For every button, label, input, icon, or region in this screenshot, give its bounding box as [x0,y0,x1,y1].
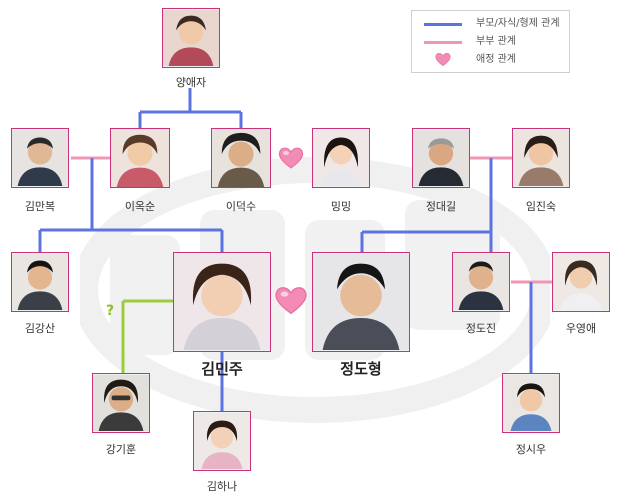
person-photo [512,128,570,188]
legend-swatch-blue [424,23,462,26]
person-photo [110,128,170,188]
person-kim-hana: 김하나 [193,411,251,496]
person-gang-gihun: 강기훈 [92,373,150,458]
person-name: 임진숙 [525,200,557,213]
heart-icon [278,147,304,169]
person-name: 우영애 [565,322,597,335]
person-photo [193,411,251,471]
person-kim-gangsan: 김강산 [11,252,69,337]
person-mingming: 밍밍 [312,128,370,213]
person-name: 이덕수 [225,200,257,213]
person-kim-manbok: 김만복 [11,128,69,213]
person-photo [173,252,271,352]
person-im-jinsuk: 임진숙 [512,128,570,213]
legend-item-affection: 애정 관계 [424,52,564,68]
legend-label: 애정 관계 [476,54,516,65]
person-name: 정시우 [515,443,547,456]
person-photo [162,8,220,68]
person-name: 이옥순 [124,200,156,213]
legend-label: 부모/자식/형제 관계 [476,18,560,29]
person-name: 김하나 [206,480,238,493]
person-name: 강기훈 [105,443,137,456]
person-photo [92,373,150,433]
person-photo [11,252,69,312]
person-name: 정도진 [465,322,497,335]
person-photo [552,252,610,312]
person-lee-deoksu: 이덕수 [211,128,271,213]
person-u-yeongae: 우영애 [552,252,610,337]
person-photo [312,128,370,188]
person-photo [11,128,69,188]
person-name: 김강산 [24,322,56,335]
person-name: 양애자 [175,76,207,89]
legend-item-spouse: 부부 관계 [424,34,564,50]
legend-label: 부부 관계 [476,36,516,47]
person-name: 정대길 [425,200,457,213]
person-kim-minju: 김민주 [173,252,271,387]
person-photo [211,128,271,188]
heart-icon [435,53,451,67]
heart-icon [275,287,307,315]
person-photo [452,252,510,312]
person-jeong-dohyeong: 정도형 [312,252,410,387]
person-jeong-dojin: 정도진 [452,252,510,337]
person-lee-oksun: 이옥순 [110,128,170,213]
person-jeong-daegil: 정대길 [412,128,470,213]
person-name: 밍밍 [330,200,352,213]
person-photo [502,373,560,433]
legend-swatch-pink [424,41,462,44]
person-name: 김만복 [24,200,56,213]
unknown-relation-mark: ? [106,303,115,319]
person-photo [312,252,410,352]
legend: 부모/자식/형제 관계 부부 관계 애정 관계 [411,10,570,73]
person-name: 정도형 [340,360,382,378]
person-yang-aeja: 양애자 [162,8,220,89]
person-photo [412,128,470,188]
person-jeong-siu: 정시우 [502,373,560,458]
legend-item-parent-child: 부모/자식/형제 관계 [424,16,564,32]
person-name: 김민주 [201,360,243,378]
